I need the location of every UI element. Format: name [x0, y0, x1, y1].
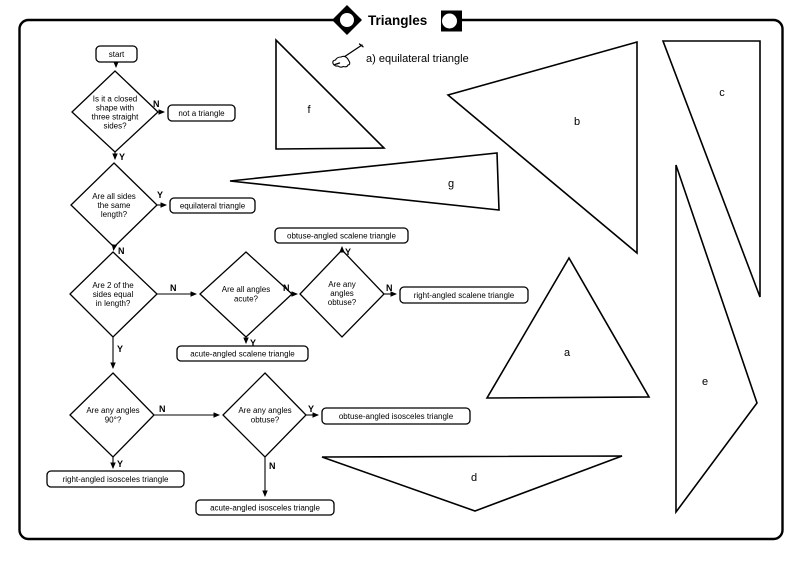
triangle-d: [321, 455, 623, 512]
start-label: start: [109, 50, 125, 59]
decision-any-obtuse-scalene-line1: Are any: [328, 280, 356, 289]
result-obtuse-scalene-label: obtuse-angled scalene triangle: [287, 232, 397, 241]
decision-closed-shape-line3: three straight: [92, 113, 139, 122]
result-acute-scalene-label: acute-angled scalene triangle: [190, 350, 295, 359]
yes-label: Y: [119, 152, 125, 162]
result-equilateral-label: equilateral triangle: [180, 202, 246, 211]
no-label: N: [269, 461, 276, 471]
triangle-a-label: a: [564, 347, 571, 359]
result-obtuse-scalene: [274, 227, 409, 244]
decision-all-acute-line2: acute?: [234, 295, 259, 304]
no-label: N: [170, 283, 177, 293]
decision-any-obtuse-scalene-line2: angles: [330, 289, 354, 298]
decision-two-sides-equal-line1: Are 2 of the: [92, 281, 134, 290]
triangle-g-label: g: [448, 178, 454, 190]
triangle-g: [229, 152, 500, 211]
yes-label: Y: [157, 190, 163, 200]
no-label: N: [386, 283, 393, 293]
diamond-ornament-hole: [340, 13, 354, 27]
result-equilateral: [169, 197, 256, 214]
no-label: N: [159, 404, 166, 414]
triangle-c: [661, 40, 761, 298]
decision-two-sides-equal-line2: sides equal: [93, 290, 134, 299]
annotation-text: a) equilateral triangle: [366, 53, 469, 65]
result-acute-scalene: [176, 345, 309, 362]
title-line-gap: [361, 14, 441, 26]
decision-closed-shape-line2: shape with: [96, 104, 134, 113]
triangle-e-label: e: [702, 376, 708, 388]
triangle-shapes: f b c g a e d: [229, 38, 761, 515]
no-label: N: [283, 283, 290, 293]
decision-any-90-line2: 90°?: [105, 416, 122, 425]
triangle-a: [485, 256, 651, 399]
decision-any-obtuse-isosceles-line2: obtuse?: [251, 416, 280, 425]
annotation: a) equilateral triangle: [332, 43, 469, 68]
decision-all-acute-line1: Are all angles: [222, 285, 270, 294]
triangle-b: [446, 40, 638, 255]
yes-label: Y: [345, 247, 351, 257]
triangle-b-label: b: [574, 116, 580, 128]
result-right-isosceles: [46, 470, 185, 488]
decision-closed-shape-line4: sides?: [103, 122, 127, 131]
decision-closed-shape-line1: Is it a closed: [93, 95, 137, 104]
decision-any-90-line1: Are any angles: [86, 406, 139, 415]
result-not-triangle-label: not a triangle: [178, 109, 225, 118]
result-right-scalene: [399, 286, 529, 304]
triangle-d-label: d: [471, 472, 477, 484]
yes-label: Y: [308, 404, 314, 414]
decision-any-obtuse-scalene: [299, 249, 385, 338]
flowchart: start Is it a closed shape with three st…: [46, 45, 529, 516]
decision-any-obtuse-scalene-line3: obtuse?: [328, 298, 357, 307]
triangle-f-label: f: [307, 104, 311, 116]
yes-label: Y: [117, 459, 123, 469]
yes-label: Y: [117, 344, 123, 354]
no-label: N: [153, 99, 160, 109]
decision-same-length-line2: the same: [98, 201, 131, 210]
result-obtuse-isosceles-label: obtuse-angled isosceles triangle: [339, 412, 454, 421]
no-label: N: [118, 246, 125, 256]
result-acute-isosceles-label: acute-angled isosceles triangle: [210, 504, 320, 513]
pencil-icon: [332, 43, 364, 68]
decision-two-sides-equal-line3: in length?: [96, 299, 131, 308]
decision-any-obtuse-isosceles-line1: Are any angles: [238, 406, 291, 415]
title-bar: Triangles: [332, 5, 462, 35]
result-acute-isosceles: [195, 499, 335, 516]
result-right-scalene-label: right-angled scalene triangle: [414, 291, 515, 300]
page-title: Triangles: [368, 13, 427, 28]
square-ornament-hole: [442, 13, 457, 29]
result-right-isosceles-label: right-angled isosceles triangle: [63, 475, 169, 484]
triangle-c-label: c: [719, 87, 725, 99]
triangle-f: [275, 38, 386, 150]
result-obtuse-isosceles: [321, 407, 471, 425]
arrow-d2-no: [111, 244, 118, 251]
triangle-e: [675, 164, 758, 515]
yes-label: Y: [250, 338, 256, 348]
decision-same-length-line3: length?: [101, 210, 128, 219]
decision-same-length-line1: Are all sides: [92, 192, 136, 201]
result-not-triangle: [167, 104, 236, 122]
